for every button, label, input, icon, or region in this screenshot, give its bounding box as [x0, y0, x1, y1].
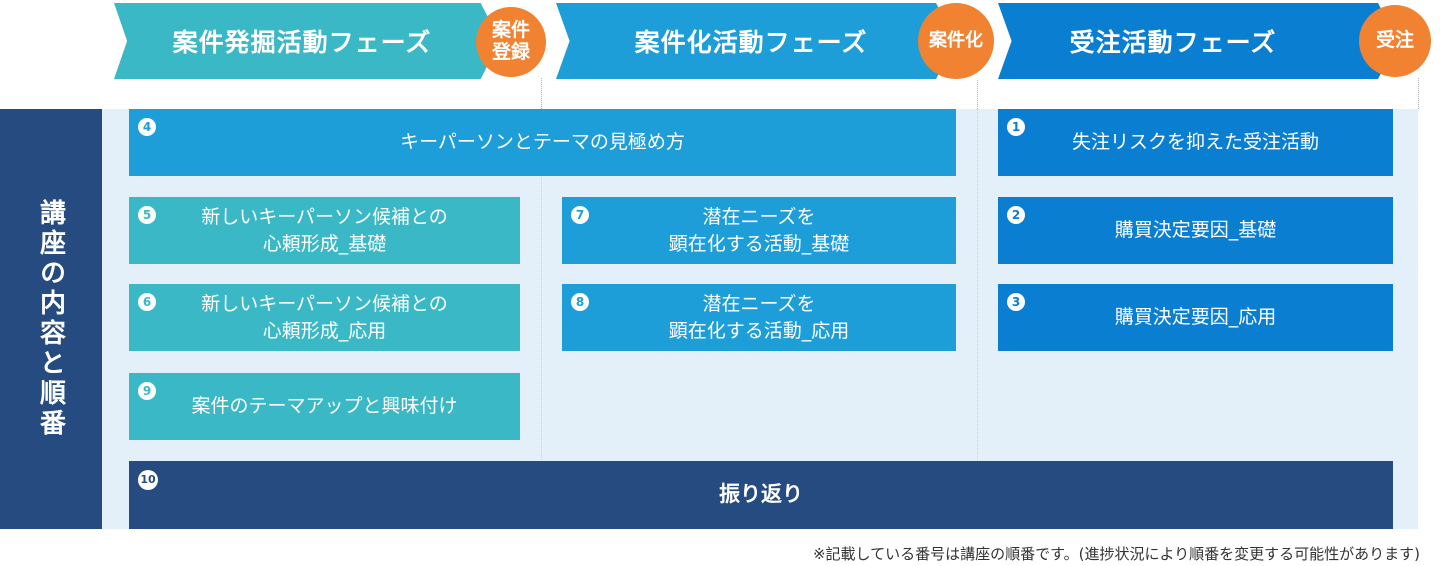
- course-card-7: 7 潜在ニーズを 顕在化する活動_基礎: [562, 197, 956, 264]
- course-title: キーパーソンとテーマの見極め方: [400, 131, 685, 154]
- milestone-label: 案件化: [929, 29, 983, 51]
- course-title: 購買決定要因_基礎: [1114, 219, 1277, 242]
- milestone-line-2: 登録: [491, 41, 530, 63]
- course-number-badge: 4: [138, 118, 156, 136]
- milestone-guide: [541, 78, 542, 109]
- course-title: 潜在ニーズを 顕在化する活動_応用: [668, 292, 850, 342]
- course-number-badge: 7: [571, 206, 589, 224]
- course-number-badge: 3: [1007, 293, 1025, 311]
- course-number-badge: 1: [1007, 118, 1025, 136]
- phase-label: 受注活動フェーズ: [1069, 28, 1277, 57]
- course-card-1: 1 失注リスクを抑えた受注活動: [998, 109, 1393, 176]
- course-number-badge: 9: [138, 382, 156, 400]
- milestone-deal-creation: 案件化: [918, 3, 994, 79]
- milestone-label: 受注: [1375, 29, 1414, 52]
- milestone-order: 受注: [1359, 5, 1431, 77]
- phase-label: 案件化活動フェーズ: [634, 28, 868, 57]
- course-title: 購買決定要因_応用: [1114, 306, 1277, 329]
- milestone-deal-registration: 案件登録: [476, 7, 546, 77]
- phase-arrow-order: 受注活動フェーズ: [998, 3, 1398, 79]
- course-title: 新しいキーパーソン候補との 心頼形成_基礎: [201, 205, 448, 255]
- course-title: 潜在ニーズを 顕在化する活動_基礎: [668, 205, 850, 255]
- course-number-badge: 10: [138, 470, 158, 490]
- course-card-3: 3 購買決定要因_応用: [998, 284, 1393, 351]
- column-divider: [541, 175, 542, 462]
- course-card-6: 6 新しいキーパーソン候補との 心頼形成_応用: [129, 284, 520, 351]
- course-title: 失注リスクを抑えた受注活動: [1071, 131, 1319, 154]
- course-card-8: 8 潜在ニーズを 顕在化する活動_応用: [562, 284, 956, 351]
- course-order-label: 講座の内容と順番: [0, 109, 102, 529]
- course-title: 振り返り: [719, 482, 803, 507]
- course-number-badge: 2: [1007, 206, 1025, 224]
- milestone-line-1: 案件: [491, 19, 530, 42]
- course-card-4: 4 キーパーソンとテーマの見極め方: [129, 109, 956, 176]
- phase-arrow-qualification: 案件化活動フェーズ: [556, 3, 956, 79]
- course-card-5: 5 新しいキーパーソン候補との 心頼形成_基礎: [129, 197, 520, 264]
- course-card-10: 10 振り返り: [129, 461, 1393, 529]
- course-card-2: 2 購買決定要因_基礎: [998, 197, 1393, 264]
- milestone-guide: [1418, 78, 1419, 109]
- footnote: ※記載している番号は講座の順番です。(進捗状況により順番を変更する可能性がありま…: [812, 545, 1420, 563]
- phase-label: 案件発掘活動フェーズ: [172, 28, 432, 57]
- course-number-badge: 5: [138, 206, 156, 224]
- course-number-badge: 6: [138, 293, 156, 311]
- course-number-badge: 8: [571, 293, 589, 311]
- course-order-label-text: 講座の内容と順番: [35, 199, 66, 439]
- column-divider: [977, 109, 978, 461]
- milestone-guide: [977, 80, 978, 109]
- phase-arrow-discovery: 案件発掘活動フェーズ: [114, 3, 500, 79]
- course-title: 案件のテーマアップと興味付け: [191, 395, 458, 418]
- course-card-9: 9 案件のテーマアップと興味付け: [129, 373, 520, 440]
- course-title: 新しいキーパーソン候補との 心頼形成_応用: [201, 292, 448, 342]
